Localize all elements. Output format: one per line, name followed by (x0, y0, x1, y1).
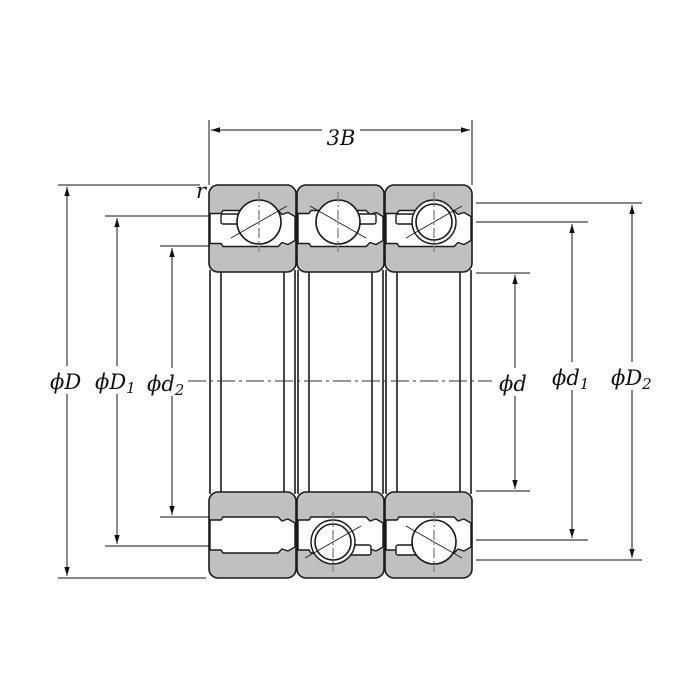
contact-angle-line (304, 525, 362, 559)
radius-label: r (196, 179, 208, 203)
raceway-gap (209, 516, 296, 554)
dim-label-d1: ϕd1 (552, 366, 589, 393)
contact-angle-line (405, 205, 463, 239)
width-label: 3B (327, 126, 356, 150)
dim-label-D2: ϕD2 (611, 366, 652, 393)
bearing-rings (208, 184, 473, 579)
dim-label-D1: ϕD1 (95, 370, 136, 397)
contact-angle-line (309, 205, 367, 239)
contact-angle-line (405, 525, 463, 559)
contact-angle-line (230, 205, 288, 239)
dim-label-d: ϕd (499, 372, 527, 396)
dim-label-d2: ϕd2 (147, 372, 184, 399)
dim-label-D: ϕD (50, 370, 81, 394)
